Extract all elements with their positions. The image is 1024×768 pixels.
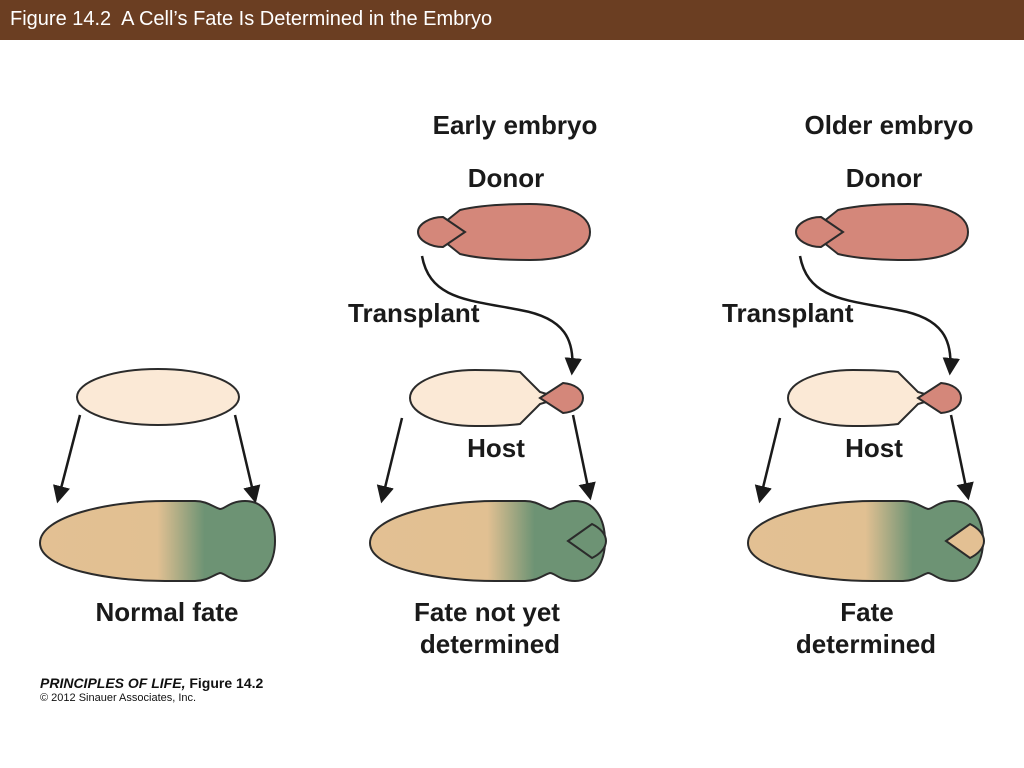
donor-embryo-older: [815, 202, 970, 262]
label-fate-not-yet-1: Fate not yet: [414, 597, 560, 627]
panel-normal: Normal fate: [39, 368, 276, 627]
arrow-right-early: [571, 414, 596, 501]
transplant-arrow-early: [420, 255, 583, 376]
arrow-right-older: [949, 414, 974, 501]
label-donor-older: Donor: [846, 163, 923, 193]
transplant-arrow-older: [798, 255, 961, 376]
credit-book-name: PRINCIPLES OF LIFE,: [40, 675, 186, 691]
panel-older: Older embryo Donor Transplant Host Fate …: [722, 110, 986, 659]
graft-in-larva-early: [566, 522, 608, 560]
graft-in-larva-older: [944, 522, 986, 560]
credit-figure-ref: Figure 14.2: [185, 675, 264, 691]
credit-book-title: PRINCIPLES OF LIFE, Figure 14.2: [40, 675, 263, 691]
donor-fragment-early: [416, 215, 467, 249]
arrow-left-older: [754, 417, 782, 504]
donor-embryo-early: [437, 202, 592, 262]
label-host-older: Host: [845, 433, 903, 463]
figure-title: Figure 14.2 A Cell’s Fate Is Determined …: [10, 8, 493, 30]
host-embryo-early: [408, 368, 564, 428]
host-embryo-normal: [76, 368, 240, 426]
arrow-left-normal: [53, 414, 82, 504]
title-bar: Figure 14.2 A Cell’s Fate Is Determined …: [0, 0, 1024, 40]
label-normal-fate: Normal fate: [95, 597, 238, 627]
credit-copyright: © 2012 Sinauer Associates, Inc.: [40, 692, 197, 704]
donor-fragment-older: [794, 215, 845, 249]
arrow-right-normal: [233, 414, 261, 504]
label-donor-early: Donor: [468, 163, 545, 193]
label-fate-determined-1: Fate: [840, 597, 893, 627]
label-fate-not-yet-2: determined: [420, 629, 560, 659]
panel-early: Early embryo Donor Transplant Host Fate …: [348, 110, 608, 659]
host-embryo-older: [786, 368, 942, 428]
label-fate-determined-2: determined: [796, 629, 936, 659]
heading-early-embryo: Early embryo: [433, 110, 598, 140]
label-host-early: Host: [467, 433, 525, 463]
arrow-left-early: [376, 417, 404, 504]
heading-older-embryo: Older embryo: [804, 110, 973, 140]
larva-normal: [39, 500, 276, 582]
donor-piece-in-host-older: [916, 381, 963, 415]
label-transplant-older: Transplant: [722, 298, 854, 328]
label-transplant-early: Transplant: [348, 298, 480, 328]
donor-piece-in-host-early: [538, 381, 585, 415]
